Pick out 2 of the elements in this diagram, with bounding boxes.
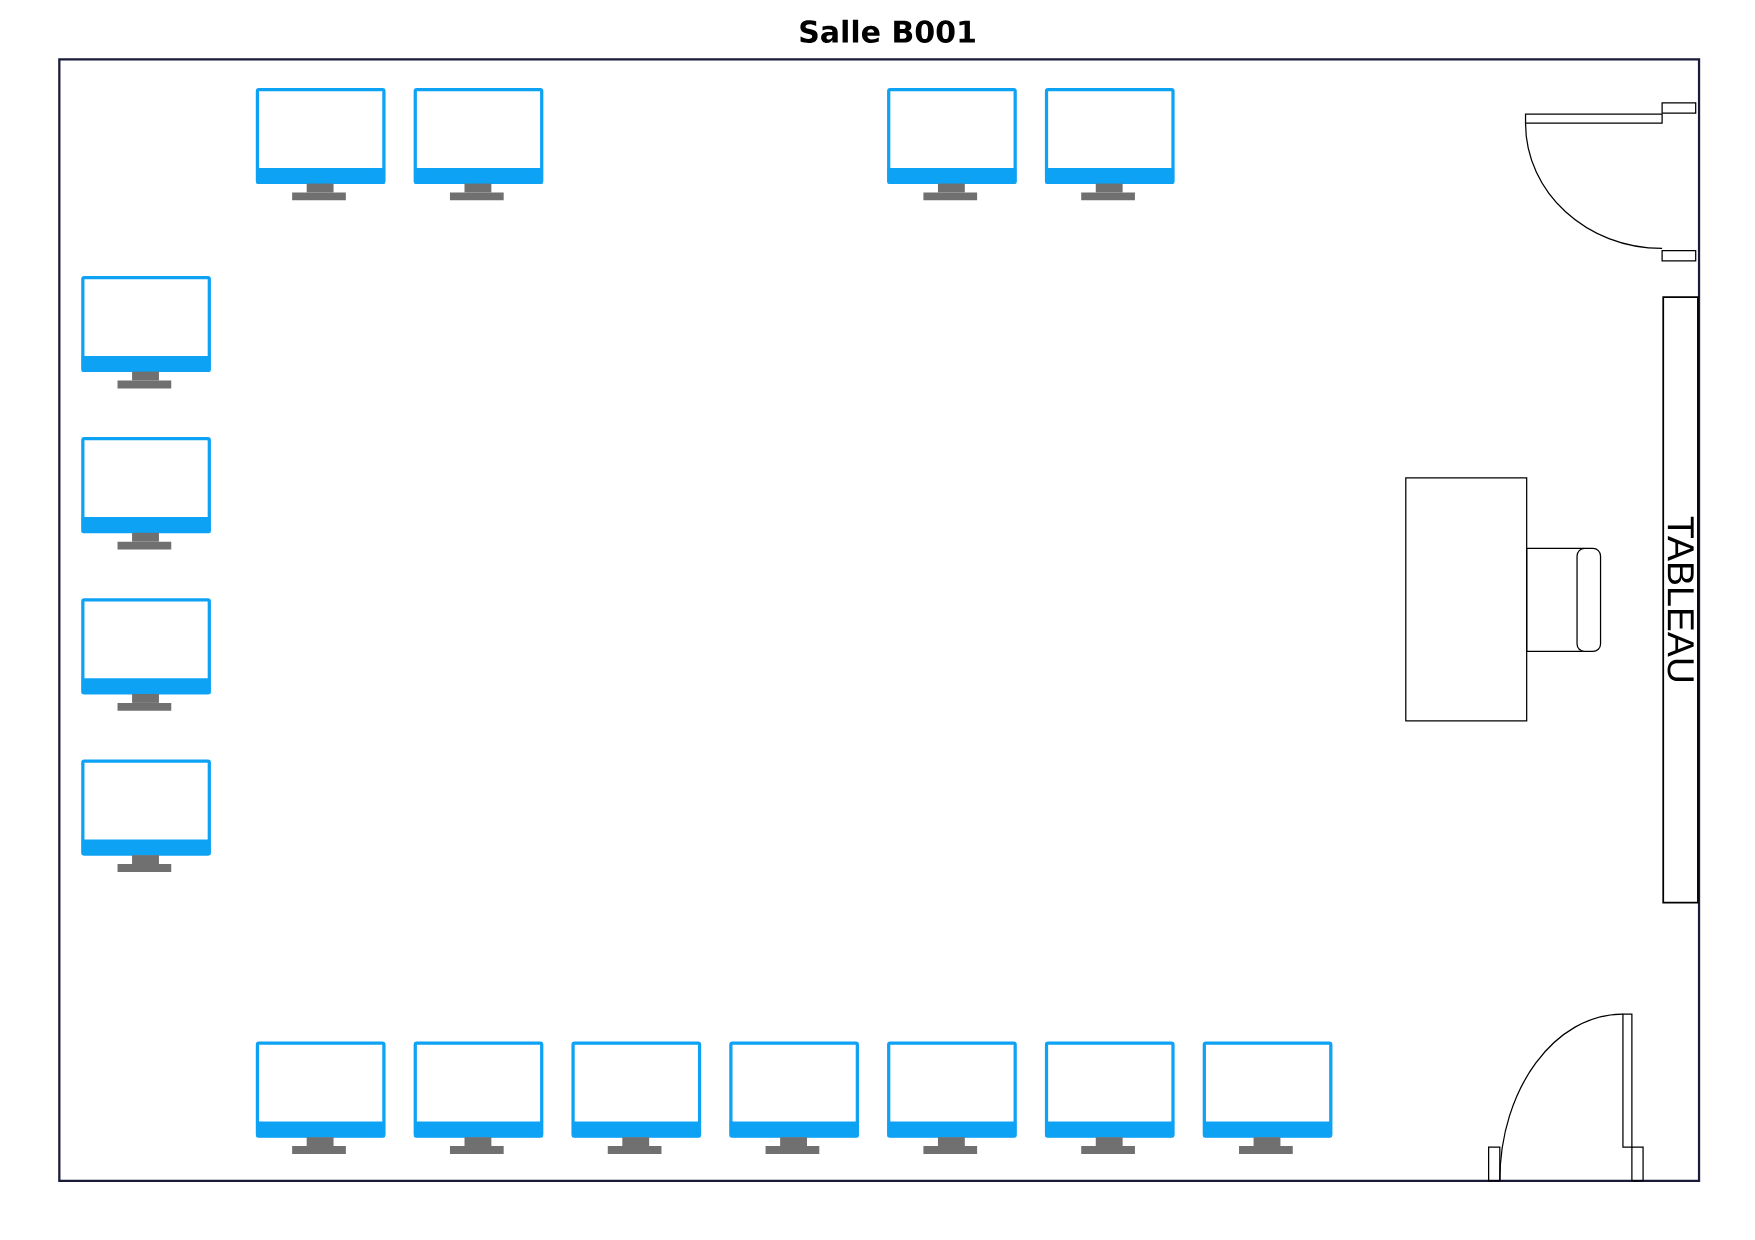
title: Salle B001	[800, 19, 975, 43]
whiteboard: TABLEAU	[1662, 296, 1699, 904]
